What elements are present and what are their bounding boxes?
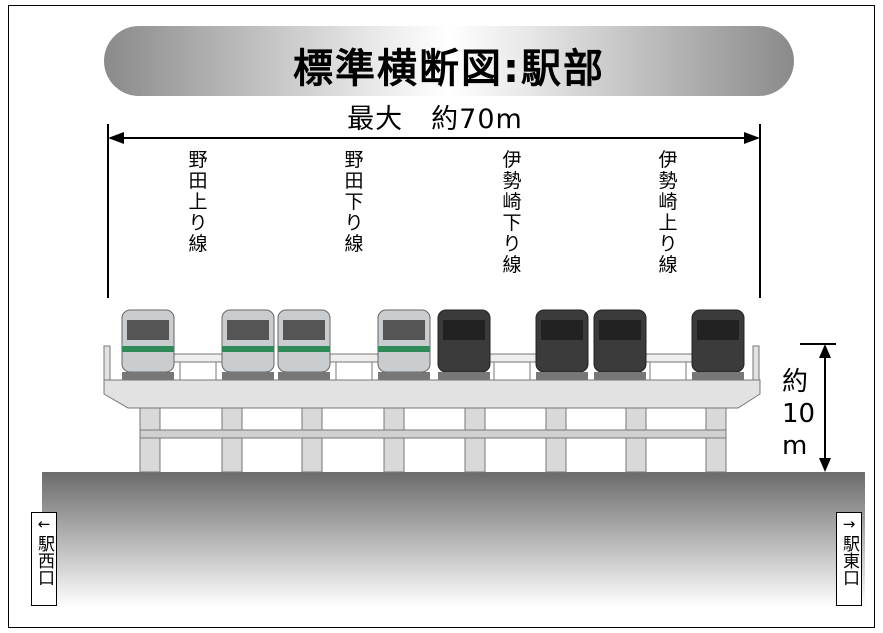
right-arrow-icon: → bbox=[842, 515, 856, 533]
parapet-east bbox=[752, 345, 760, 381]
track-label-noda-down: 野田下り線 bbox=[344, 149, 364, 255]
train-noda-2 bbox=[221, 309, 275, 380]
width-label: 最大 約70m bbox=[347, 104, 523, 135]
left-arrow-icon: ← bbox=[37, 515, 51, 533]
trains bbox=[121, 309, 745, 380]
track-label-isesaki-up: 伊勢崎上り線 bbox=[658, 149, 678, 276]
title-banner: 標準横断図:駅部 bbox=[104, 26, 794, 96]
parapet-west bbox=[103, 345, 111, 381]
west-exit-label: 駅西口 bbox=[34, 535, 54, 586]
diagram-frame bbox=[8, 5, 875, 628]
train-noda-3 bbox=[277, 309, 331, 380]
train-noda-4 bbox=[377, 309, 431, 380]
tie-beam bbox=[139, 429, 727, 439]
track-label-isesaki-down: 伊勢崎下り線 bbox=[502, 149, 522, 276]
ground bbox=[42, 472, 865, 607]
train-isesaki-2 bbox=[535, 309, 589, 380]
train-isesaki-4 bbox=[691, 309, 745, 380]
east-exit-label: 駅東口 bbox=[839, 535, 859, 586]
viaduct-deck bbox=[103, 379, 761, 409]
page-title: 標準横断図:駅部 bbox=[293, 46, 605, 92]
east-exit-box: → 駅東口 bbox=[836, 512, 862, 606]
height-dimension-line bbox=[800, 343, 836, 472]
track-label-noda-up: 野田上り線 bbox=[188, 149, 208, 255]
height-label: 約 10 m bbox=[782, 367, 816, 461]
viaduct-columns bbox=[139, 407, 727, 473]
train-noda-1 bbox=[121, 309, 175, 380]
train-isesaki-1 bbox=[437, 309, 491, 380]
west-exit-box: ← 駅西口 bbox=[31, 512, 57, 606]
train-isesaki-3 bbox=[593, 309, 647, 380]
width-dimension-line bbox=[107, 124, 761, 298]
